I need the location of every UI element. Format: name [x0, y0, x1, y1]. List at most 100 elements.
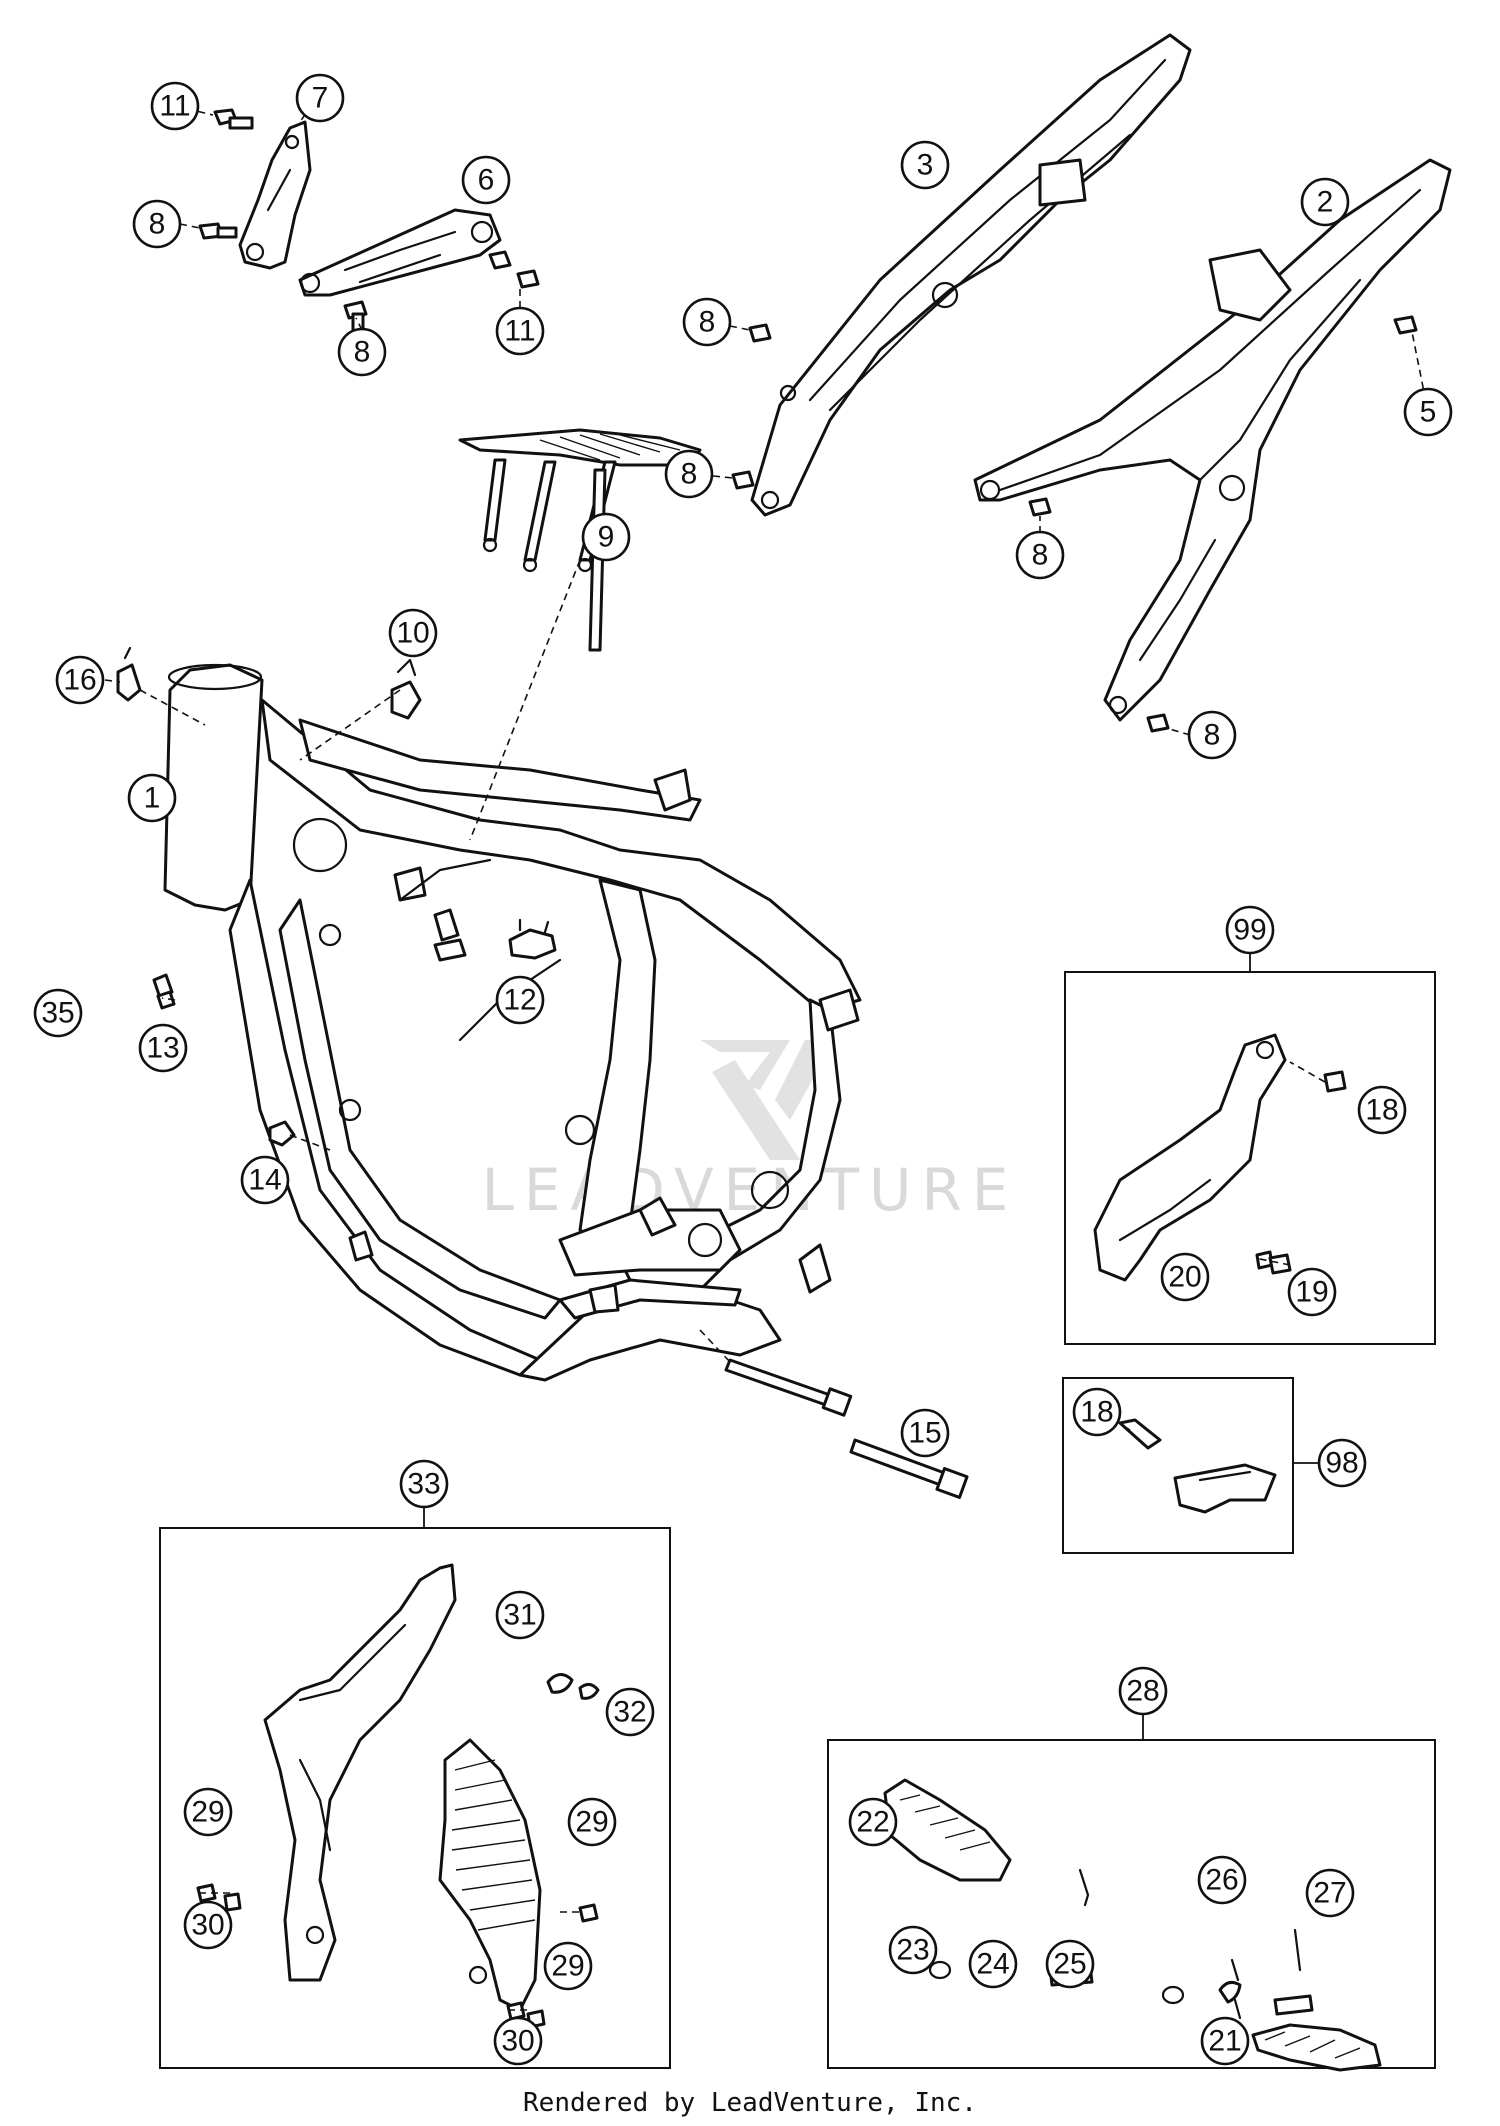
svg-text:8: 8 — [149, 208, 166, 241]
svg-text:99: 99 — [1233, 914, 1266, 947]
svg-text:3: 3 — [917, 149, 934, 182]
callout-23[interactable]: 23 — [888, 1925, 938, 1975]
svg-text:28: 28 — [1126, 1675, 1159, 1708]
part-16-sensor — [116, 646, 142, 702]
svg-text:23: 23 — [896, 1934, 929, 1967]
callout-30a[interactable]: 30 — [183, 1900, 233, 1950]
callout-29b[interactable]: 29 — [567, 1797, 617, 1847]
callout-7[interactable]: 7 — [295, 73, 345, 123]
svg-text:8: 8 — [699, 306, 716, 339]
callout-13[interactable]: 13 — [138, 1023, 188, 1073]
part-12-clamp — [508, 918, 557, 960]
callout-20[interactable]: 20 — [1160, 1252, 1210, 1302]
svg-text:10: 10 — [396, 617, 429, 650]
svg-text:29: 29 — [551, 1950, 584, 1983]
callout-18b[interactable]: 18 — [1072, 1387, 1122, 1437]
svg-text:26: 26 — [1205, 1864, 1238, 1897]
callout-15[interactable]: 15 — [900, 1408, 950, 1458]
svg-text:27: 27 — [1313, 1877, 1346, 1910]
callout-35[interactable]: 35 — [33, 988, 83, 1038]
callout-5[interactable]: 5 — [1403, 387, 1453, 437]
callout-27[interactable]: 27 — [1305, 1868, 1355, 1918]
svg-text:12: 12 — [503, 984, 536, 1017]
callout-8d[interactable]: 8 — [664, 449, 714, 499]
callout-19[interactable]: 19 — [1287, 1267, 1337, 1317]
svg-text:31: 31 — [503, 1599, 536, 1632]
svg-text:2: 2 — [1317, 186, 1334, 219]
callout-29a[interactable]: 29 — [183, 1787, 233, 1837]
group-box-28 — [827, 1739, 1436, 2069]
callout-11a[interactable]: 11 — [150, 81, 200, 131]
callout-1[interactable]: 1 — [127, 773, 177, 823]
svg-text:25: 25 — [1053, 1948, 1086, 1981]
callout-25[interactable]: 25 — [1045, 1939, 1095, 1989]
svg-text:20: 20 — [1168, 1261, 1201, 1294]
part-99-side-stand — [1093, 1033, 1347, 1282]
callout-8f[interactable]: 8 — [1187, 710, 1237, 760]
group-box-33 — [159, 1527, 671, 2069]
part-1-main-frame — [163, 663, 862, 1382]
leader-lines — [104, 103, 1429, 2011]
svg-text:9: 9 — [598, 521, 615, 554]
svg-text:35: 35 — [41, 997, 74, 1030]
svg-text:18: 18 — [1080, 1396, 1113, 1429]
svg-text:32: 32 — [613, 1696, 646, 1729]
callout-14[interactable]: 14 — [240, 1155, 290, 1205]
svg-text:8: 8 — [1204, 719, 1221, 752]
callout-31[interactable]: 31 — [495, 1590, 545, 1640]
svg-text:98: 98 — [1325, 1447, 1358, 1480]
svg-text:29: 29 — [575, 1806, 608, 1839]
svg-text:21: 21 — [1208, 2025, 1241, 2058]
callout-24[interactable]: 24 — [968, 1939, 1018, 1989]
bolts-subframe — [731, 315, 1418, 733]
svg-text:1: 1 — [144, 782, 161, 815]
svg-text:11: 11 — [159, 90, 190, 123]
callout-3[interactable]: 3 — [900, 140, 950, 190]
callout-33[interactable]: 33 — [399, 1459, 449, 1509]
svg-text:5: 5 — [1420, 396, 1437, 429]
callout-32[interactable]: 32 — [605, 1687, 655, 1737]
svg-text:14: 14 — [248, 1164, 281, 1197]
svg-text:13: 13 — [146, 1032, 179, 1065]
callout-98[interactable]: 98 — [1317, 1438, 1367, 1488]
callout-2[interactable]: 2 — [1300, 177, 1350, 227]
callout-16[interactable]: 16 — [55, 655, 105, 705]
callout-8a[interactable]: 8 — [132, 199, 182, 249]
svg-text:30: 30 — [501, 2025, 534, 2058]
callout-12[interactable]: 12 — [495, 975, 545, 1025]
callout-8b[interactable]: 8 — [337, 327, 387, 377]
part-28-footpegs — [883, 1778, 1382, 2072]
part-35-hose — [24, 946, 146, 988]
part-3-subframe-rail — [750, 33, 1192, 517]
watermark-text: LEADVENTURE — [482, 1156, 1019, 1224]
callout-8c[interactable]: 8 — [682, 297, 732, 347]
callout-26[interactable]: 26 — [1197, 1855, 1247, 1905]
callout-6[interactable]: 6 — [461, 155, 511, 205]
watermark: LEADVENTURE — [482, 1040, 1019, 1224]
part-14-nut — [268, 1120, 296, 1147]
callout-9[interactable]: 9 — [581, 512, 631, 562]
callout-30b[interactable]: 30 — [493, 2016, 543, 2066]
callout-28[interactable]: 28 — [1118, 1666, 1168, 1716]
part-10-clip — [390, 658, 422, 720]
svg-text:18: 18 — [1365, 1094, 1398, 1127]
callout-99[interactable]: 99 — [1225, 905, 1275, 955]
callout-21[interactable]: 21 — [1200, 2016, 1250, 2066]
group-box-98 — [1062, 1377, 1294, 1554]
svg-text:22: 22 — [856, 1806, 889, 1839]
callout-18a[interactable]: 18 — [1357, 1085, 1407, 1135]
callout-8e[interactable]: 8 — [1015, 530, 1065, 580]
svg-text:16: 16 — [63, 664, 96, 697]
svg-text:29: 29 — [191, 1796, 224, 1829]
svg-text:24: 24 — [976, 1948, 1009, 1981]
part-pin-near-12 — [433, 938, 467, 962]
callout-10[interactable]: 10 — [388, 608, 438, 658]
callout-22[interactable]: 22 — [848, 1797, 898, 1847]
bolts-top-left — [198, 108, 540, 334]
callout-11b[interactable]: 11 — [495, 306, 545, 356]
footer-credit: Rendered by LeadVenture, Inc. — [523, 2088, 977, 2118]
part-15-bolts — [724, 1358, 969, 1499]
svg-text:33: 33 — [407, 1468, 440, 1501]
callout-29c[interactable]: 29 — [543, 1941, 593, 1991]
